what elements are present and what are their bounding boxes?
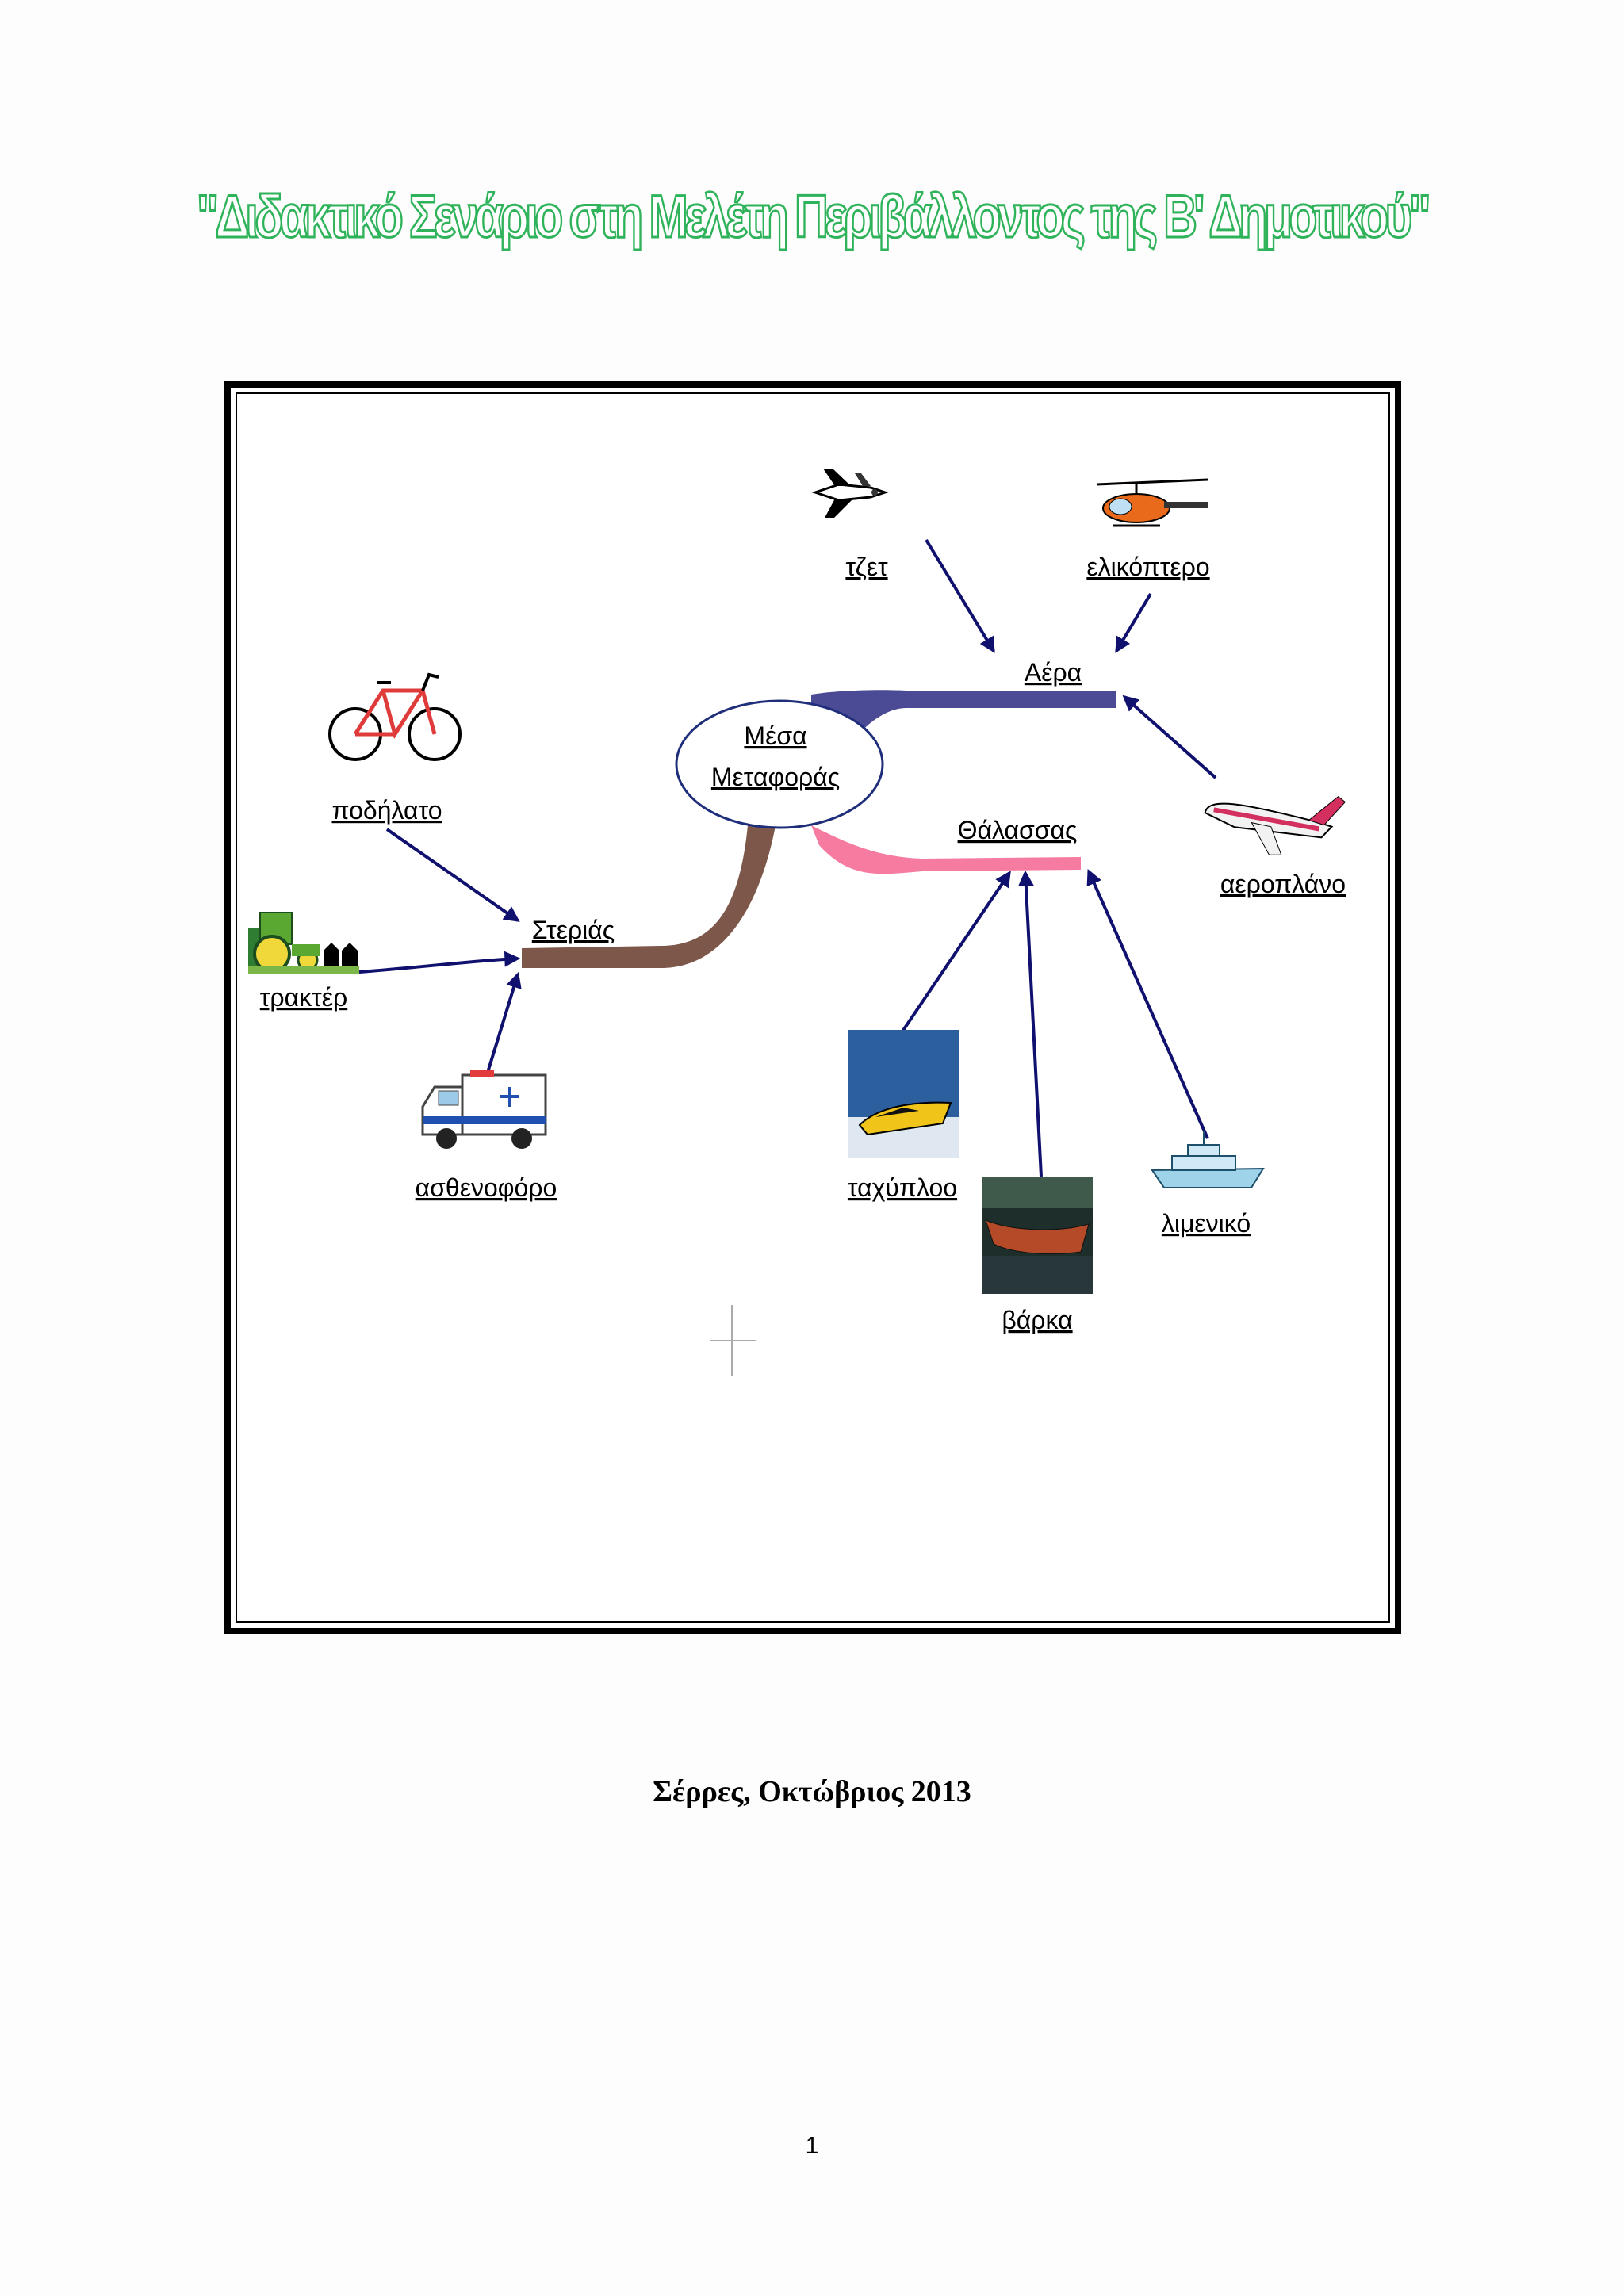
airplane-icon bbox=[1204, 795, 1346, 855]
transport-mindmap: Μέσα Μεταφοράς Αέρα Θάλασσας Στεριάς τζε… bbox=[248, 469, 1346, 1376]
arrow-helicopter bbox=[1115, 592, 1152, 653]
bicycle-icon bbox=[328, 672, 462, 761]
arrow-jet bbox=[925, 538, 995, 653]
branch-label-sea: Θάλασσας bbox=[958, 816, 1078, 844]
document-title: "Διδακτικό Σενάριο στη Μελέτη Περιβάλλον… bbox=[196, 182, 1432, 252]
place-date: Σέρρες, Οκτώβριος 2013 bbox=[653, 1775, 971, 1808]
item-label-harbor-boat: λιμενικό bbox=[1162, 1209, 1251, 1238]
item-label-bicycle: ποδήλατο bbox=[331, 796, 442, 825]
cursor-crosshair bbox=[710, 1305, 756, 1376]
arrow-speedboat bbox=[901, 871, 1011, 1033]
item-label-helicopter: ελικόπτερο bbox=[1086, 553, 1209, 581]
branch-sea bbox=[811, 825, 1081, 874]
harbor-boat-icon bbox=[1151, 1131, 1265, 1188]
page-number: 1 bbox=[805, 2133, 819, 2159]
item-label-rowboat: βάρκα bbox=[1002, 1306, 1072, 1334]
mindmap-frame bbox=[224, 381, 1401, 1634]
arrow-ambulance bbox=[485, 971, 522, 1078]
item-label-ambulance: ασθενοφόρο bbox=[416, 1173, 557, 1202]
arrow-airplane bbox=[1122, 695, 1217, 779]
center-node bbox=[675, 699, 884, 829]
helicopter-icon bbox=[1096, 478, 1208, 527]
branch-land bbox=[522, 825, 776, 968]
arrow-rowboat bbox=[1017, 870, 1043, 1177]
speedboat-icon bbox=[848, 1030, 959, 1158]
branch-label-land: Στεριάς bbox=[532, 916, 615, 944]
arrow-harbor-boat bbox=[1086, 868, 1209, 1139]
center-label-line2: Μεταφοράς bbox=[711, 763, 840, 791]
center-label-line1: Μέσα bbox=[744, 721, 806, 750]
item-label-tractor: τρακτέρ bbox=[260, 983, 347, 1012]
rowboat-icon bbox=[982, 1177, 1093, 1294]
ambulance-icon bbox=[421, 1070, 547, 1149]
item-label-jet: τζετ bbox=[845, 553, 888, 581]
branch-air bbox=[811, 690, 1116, 754]
jet-icon bbox=[811, 469, 889, 518]
branch-label-air: Αέρα bbox=[1025, 658, 1082, 687]
tractor-icon bbox=[248, 912, 359, 974]
arrow-bicycle bbox=[385, 828, 520, 922]
arrow-tractor bbox=[358, 951, 521, 974]
item-label-speedboat: ταχύπλοο bbox=[848, 1173, 957, 1202]
item-label-airplane: αεροπλάνο bbox=[1220, 870, 1346, 898]
